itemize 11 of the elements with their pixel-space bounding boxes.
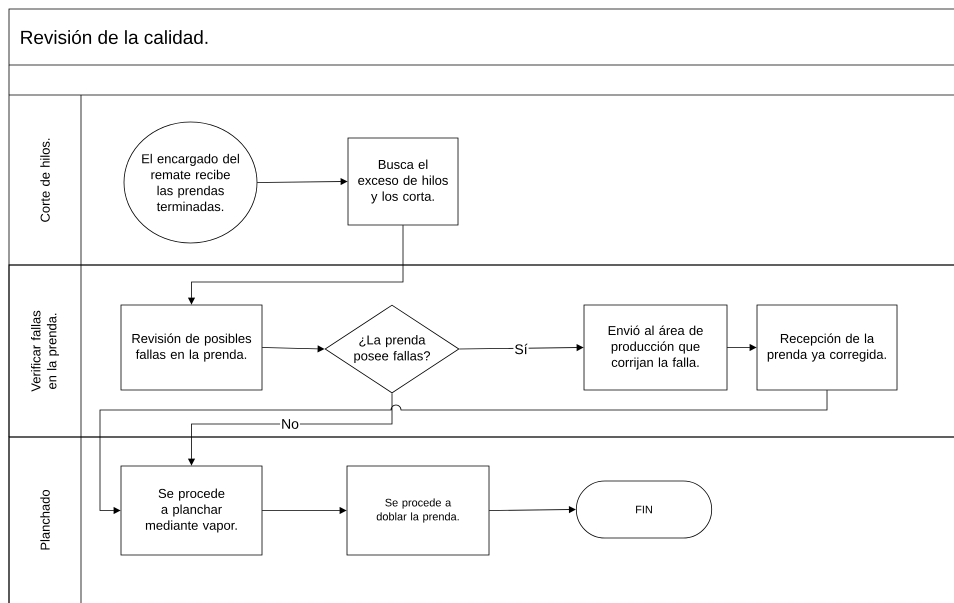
end-terminal: FIN xyxy=(576,480,712,538)
start-oval: El encargado del remate recibe las prendas terminadas. xyxy=(124,122,258,244)
process-box: Revisión de posibles fallas en la prenda. xyxy=(120,304,262,390)
process-box: Envió al área de producción que corrijan la falla. xyxy=(584,304,728,390)
process-box: Busca el exceso de hilos y los corta. xyxy=(348,138,458,226)
process-box: Se procede a doblar la prenda. xyxy=(346,466,490,556)
edge-label: No xyxy=(280,418,300,430)
process-box: Se procede a planchar mediante vapor. xyxy=(120,466,262,556)
edge-label: Sí xyxy=(513,342,529,356)
title-band: Revisión de la calidad. xyxy=(8,8,954,66)
process-box: Recepción de la prenda ya corregida. xyxy=(756,304,898,390)
